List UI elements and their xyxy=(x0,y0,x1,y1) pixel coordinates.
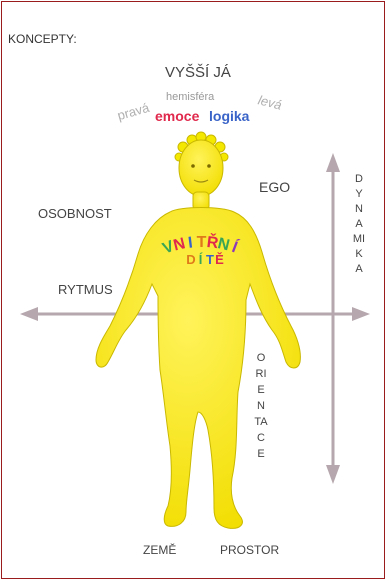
dite-letter: Í xyxy=(199,252,203,267)
label-dynamika: DYNAMIKA xyxy=(352,172,366,277)
dite-letter: Ě xyxy=(215,252,224,267)
label-emoce: emoce xyxy=(155,108,199,124)
label-vyssi-ja: VYŠŠÍ JÁ xyxy=(165,64,231,81)
label-hemisfera: hemisféra xyxy=(166,91,214,103)
head xyxy=(179,140,223,196)
label-prostor: PROSTOR xyxy=(220,543,279,557)
vertical-axis-arrow xyxy=(326,153,340,484)
label-rytmus: RYTMUS xyxy=(58,282,113,297)
label-zeme: ZEMĚ xyxy=(143,543,176,557)
label-osobnost: OSOBNOST xyxy=(38,206,112,221)
dite-letter: D xyxy=(186,252,195,267)
label-orientace: ORIENTACE xyxy=(254,350,268,462)
label-ego: EGO xyxy=(259,179,290,195)
label-logika: logika xyxy=(209,108,249,124)
dite-letter: T xyxy=(206,252,214,267)
section-title: KONCEPTY: xyxy=(8,32,77,46)
